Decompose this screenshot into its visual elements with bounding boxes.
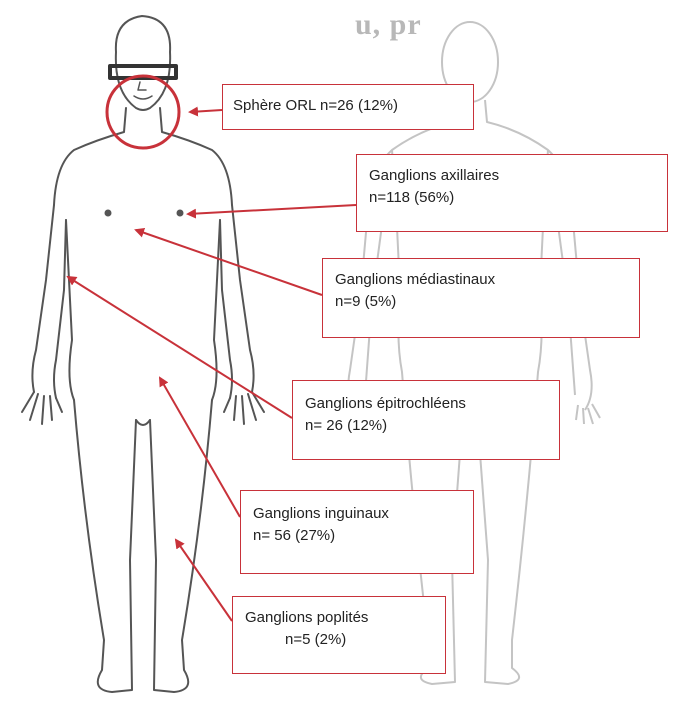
label-poplites-stat: n=5 (2%)	[245, 629, 433, 651]
label-epitrochleens-stat: n= 26 (12%)	[305, 415, 547, 437]
arrow-inguinaux	[160, 378, 240, 517]
label-inguinaux: Ganglions inguinaux n= 56 (27%)	[240, 490, 474, 574]
label-poplites: Ganglions poplités n=5 (2%)	[232, 596, 446, 674]
label-axillaires-stat: n=118 (56%)	[369, 187, 655, 209]
orl-circle-marker	[107, 76, 179, 148]
label-orl-text: Sphère ORL n=26 (12%)	[233, 95, 463, 117]
arrow-axillaires	[188, 205, 356, 214]
arrow-mediastinaux	[136, 230, 322, 295]
arrow-orl	[190, 110, 222, 112]
label-axillaires: Ganglions axillaires n=118 (56%)	[356, 154, 668, 232]
label-mediastinaux-title: Ganglions médiastinaux	[335, 269, 627, 291]
label-epitrochleens: Ganglions épitrochléens n= 26 (12%)	[292, 380, 560, 460]
arrow-epitrochleens	[68, 277, 292, 418]
label-mediastinaux: Ganglions médiastinaux n=9 (5%)	[322, 258, 640, 338]
label-poplites-title: Ganglions poplités	[245, 607, 433, 629]
label-epitrochleens-title: Ganglions épitrochléens	[305, 393, 547, 415]
arrow-poplites	[176, 540, 232, 621]
label-inguinaux-stat: n= 56 (27%)	[253, 525, 461, 547]
label-inguinaux-title: Ganglions inguinaux	[253, 503, 461, 525]
label-mediastinaux-stat: n=9 (5%)	[335, 291, 627, 313]
label-axillaires-title: Ganglions axillaires	[369, 165, 655, 187]
label-orl: Sphère ORL n=26 (12%)	[222, 84, 474, 130]
